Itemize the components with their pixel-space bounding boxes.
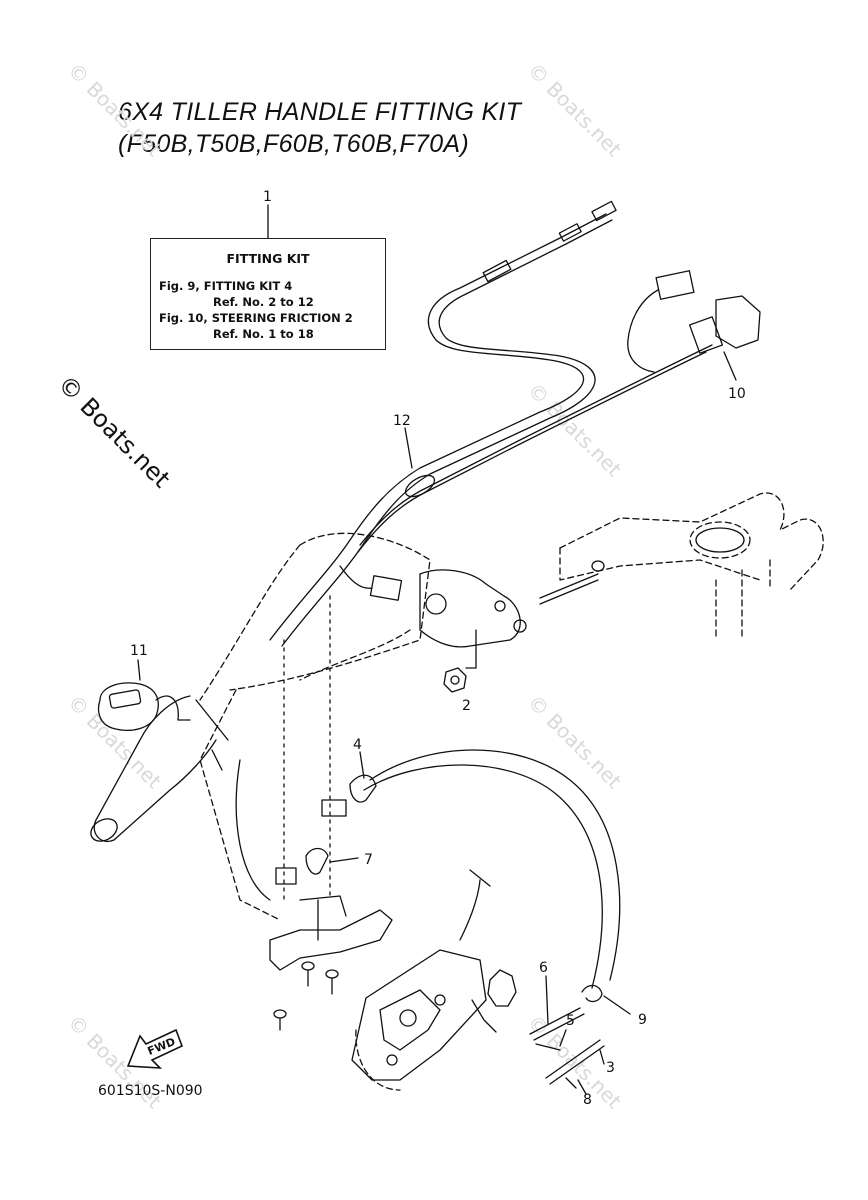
- harness: [357, 351, 707, 553]
- fitting-kit-box: FITTING KIT Fig. 9, FITTING KIT 4 Ref. N…: [150, 238, 386, 350]
- grip-detail: [195, 699, 229, 771]
- harness-connector: [369, 575, 403, 601]
- nut-guide: [465, 629, 477, 669]
- control-housing: [351, 949, 487, 1081]
- callout-8: 8: [583, 1092, 592, 1108]
- cable-loop: [369, 749, 621, 981]
- clip-4: [349, 774, 377, 803]
- bracket-plate: [269, 909, 393, 971]
- wire-loop: [235, 759, 271, 901]
- callout-6: 6: [539, 960, 548, 976]
- leader-line: [603, 995, 631, 1015]
- switch-11: [97, 682, 159, 731]
- pin-5: [535, 1043, 561, 1051]
- switch-lead: [155, 695, 191, 721]
- wire-lead: [459, 869, 491, 941]
- leader-line: [329, 857, 359, 863]
- gear: [487, 969, 517, 1007]
- model-list: (F50B,T50B,F60B,T60B,F70A): [118, 130, 470, 158]
- connector-small: [655, 270, 695, 300]
- leader-line: [577, 1079, 587, 1095]
- clip-base: [275, 867, 297, 885]
- cable-end-3: [545, 1039, 601, 1079]
- cable-b: [281, 219, 613, 647]
- clip-8: [565, 1077, 577, 1089]
- bolt-hole: [591, 560, 605, 572]
- callout-9: 9: [638, 1012, 647, 1028]
- leader-line: [723, 351, 737, 381]
- harness: [359, 344, 713, 546]
- leader-line: [545, 975, 549, 1025]
- nut-2: [443, 667, 467, 693]
- callout-12: 12: [393, 413, 411, 429]
- kit-line: Ref. No. 1 to 18: [213, 327, 314, 341]
- fitting-kit-heading: FITTING KIT: [226, 251, 310, 266]
- cable-joint: [558, 223, 582, 242]
- tiller-grip: [93, 695, 217, 843]
- page-title: 6X4 TILLER HANDLE FITTING KIT: [118, 98, 522, 126]
- callout-1: 1: [263, 189, 272, 205]
- callout-4: 4: [353, 737, 362, 753]
- leader-line: [404, 427, 413, 469]
- tiller-bracket: [419, 569, 521, 648]
- clip-base: [321, 799, 347, 817]
- leader-line: [599, 1049, 605, 1065]
- steering-bracket: [559, 492, 824, 637]
- callout-5: 5: [566, 1013, 575, 1029]
- clamp-12: [404, 474, 436, 498]
- connector-10-body: [688, 316, 724, 354]
- bracket-bolt: [425, 593, 447, 615]
- callout-7: 7: [364, 852, 373, 868]
- kit-line: Fig. 9, FITTING KIT 4: [159, 279, 293, 293]
- bracket-plate-edge: [299, 895, 347, 917]
- harness-lead: [627, 289, 659, 373]
- bracket-hole: [494, 600, 506, 612]
- cable-end-6: [529, 1007, 581, 1035]
- callout-10: 10: [728, 386, 746, 402]
- kit-line: Fig. 10, STEERING FRICTION 2: [159, 311, 353, 325]
- leader-line: [137, 659, 141, 681]
- bracket-hole: [513, 619, 527, 633]
- steering-rod: [539, 579, 599, 605]
- connector-10: [715, 295, 761, 349]
- callout-3: 3: [606, 1060, 615, 1076]
- leader-line: [559, 1029, 567, 1047]
- tiller-handle: [199, 532, 431, 921]
- cable-loop: [363, 764, 603, 989]
- cable-joint: [482, 259, 512, 283]
- clip-7: [305, 847, 329, 875]
- screw: [273, 961, 339, 1031]
- diagram-code: 601S10S-N090: [98, 1083, 203, 1099]
- steering-rod: [539, 573, 599, 599]
- clip-9: [581, 984, 603, 1003]
- kit-line: Ref. No. 2 to 12: [213, 295, 314, 309]
- pivot: [695, 527, 745, 553]
- leader-line: [359, 751, 365, 779]
- grip-end: [90, 818, 118, 842]
- callout-11: 11: [130, 643, 148, 659]
- cable-end: [591, 200, 617, 222]
- cable-a: [269, 213, 607, 641]
- harness-lead: [339, 565, 373, 589]
- callout-2: 2: [462, 698, 471, 714]
- fwd-arrow-icon: [126, 1028, 184, 1069]
